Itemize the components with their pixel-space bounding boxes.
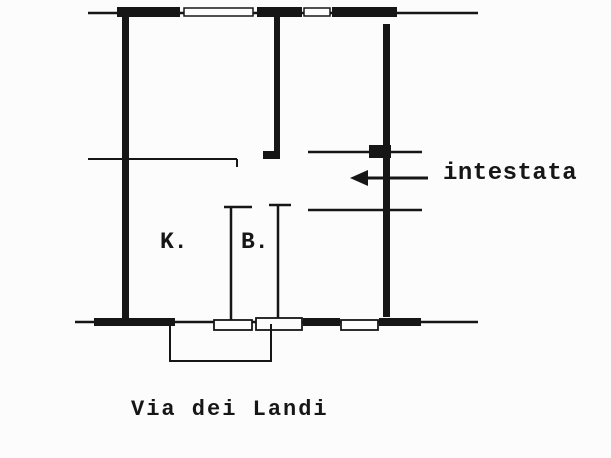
interior-partitions [224,203,291,322]
entrance-porch [169,324,272,362]
center-wall-upper [263,12,280,159]
street-label: Via dei Landi [131,397,329,422]
right-wall [383,24,390,317]
room-label-k: K. [160,229,188,255]
bottom-wall [75,317,478,331]
intestata-label: intestata [443,160,578,187]
left-partition-line [88,158,238,167]
left-wall [122,12,129,323]
room-label-b: B. [241,229,269,255]
top-wall [88,7,478,17]
intestata-arrow [350,170,428,186]
